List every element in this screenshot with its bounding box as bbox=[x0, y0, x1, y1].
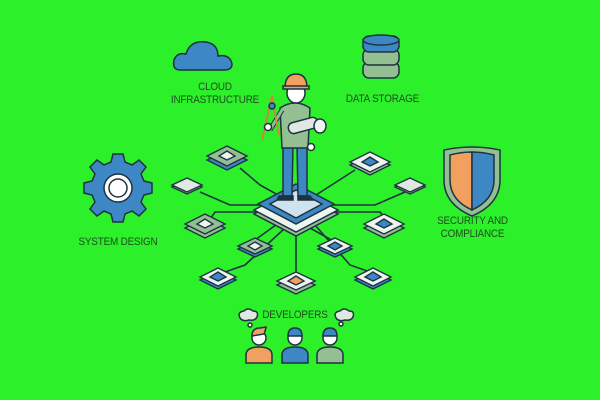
database-icon bbox=[362, 34, 400, 79]
cloud-icon bbox=[172, 41, 233, 71]
blueprint-roll bbox=[287, 116, 327, 135]
label-line: COMPLIANCE bbox=[440, 228, 505, 240]
chip-node bbox=[198, 267, 238, 290]
chip-node bbox=[205, 145, 249, 171]
chip-node bbox=[236, 237, 274, 258]
gear-icon bbox=[83, 153, 153, 223]
developers-label: DEVELOPERS bbox=[262, 309, 328, 321]
developers-icons bbox=[238, 308, 355, 364]
shield-icon bbox=[443, 146, 501, 217]
developer-avatar bbox=[316, 327, 344, 364]
label-line: CLOUD bbox=[198, 81, 232, 93]
thought-bubble-icon bbox=[334, 308, 355, 327]
compass-tool bbox=[261, 95, 280, 141]
chip-node bbox=[393, 177, 427, 195]
developer-avatar bbox=[281, 327, 309, 364]
connector-lines bbox=[199, 167, 406, 276]
chip-nodes bbox=[170, 145, 427, 295]
security-compliance-label: SECURITY AND COMPLIANCE bbox=[430, 215, 516, 241]
system-design-label: SYSTEM DESIGN bbox=[78, 236, 158, 248]
label-line: INFRASTRUCTURE bbox=[170, 94, 260, 106]
data-storage-label: DATA STORAGE bbox=[345, 93, 420, 105]
chip-node bbox=[275, 271, 317, 295]
chip-node bbox=[348, 151, 392, 176]
chip-node bbox=[353, 267, 393, 290]
label-line: SECURITY AND bbox=[437, 215, 508, 227]
cloud-infrastructure-label: CLOUD INFRASTRUCTURE bbox=[166, 81, 265, 107]
central-platform bbox=[252, 183, 340, 237]
engineer-figure bbox=[261, 73, 327, 201]
thought-bubble-icon bbox=[238, 308, 259, 328]
chip-node bbox=[170, 177, 204, 195]
developer-avatar bbox=[245, 326, 273, 364]
chip-node bbox=[362, 213, 406, 239]
chip-node bbox=[316, 237, 354, 258]
chip-node bbox=[183, 213, 227, 239]
